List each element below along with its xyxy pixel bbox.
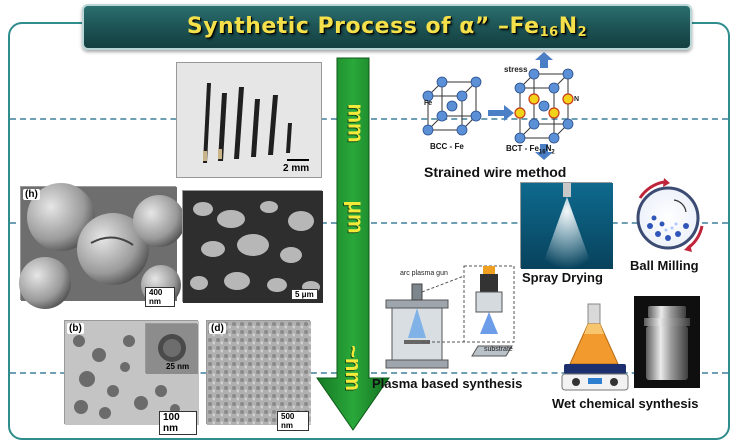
scale-arrow <box>316 57 390 431</box>
ball-milling-label: Ball Milling <box>630 258 699 273</box>
spray-drying-label: Spray Drying <box>522 270 603 285</box>
stress-label: stress <box>504 65 528 74</box>
wire-photo: 2 mm <box>176 62 322 178</box>
tem-d-scale: 500 nm <box>277 411 309 431</box>
particles-sketch <box>183 191 323 303</box>
substrate-label: substrate <box>484 346 513 353</box>
tem-inset-photo: 25 nm <box>145 323 198 374</box>
hotplate-flask-image <box>561 303 629 391</box>
spheres-sketch <box>19 183 185 309</box>
spray-photo <box>520 182 613 269</box>
bct-caption: BCT - Fe16N2 <box>506 144 555 156</box>
bcc-atom-label: Fe <box>424 100 433 107</box>
sem-spheres-tag: (h) <box>23 189 40 200</box>
tem-d-photo: (d) 500 nm <box>206 320 311 431</box>
wire-scalebar <box>287 159 309 161</box>
tem-b-scale: 100 nm <box>159 411 197 435</box>
sem-spheres-scale: 400 nm <box>145 287 175 307</box>
wire-sketch <box>203 83 292 163</box>
sem-particles-scale: 5 μm <box>291 289 318 300</box>
spray-sketch <box>521 183 613 269</box>
tem-b-photo: (b) 25 nm 100 nm <box>64 320 199 435</box>
title-banner: Synthetic Process of α” –Fe16N2 <box>82 4 692 50</box>
scale-label-mm: mm <box>343 103 369 143</box>
wire-scale-label: 2 mm <box>283 163 310 174</box>
tem-inset-scale: 25 nm <box>166 362 190 371</box>
sem-spheres-photo: (h) 400 nm <box>19 183 185 309</box>
scale-label-um: μm <box>343 200 369 234</box>
arc-plasma-gun-label: arc plasma gun <box>400 270 448 277</box>
tem-d-sketch <box>207 321 311 425</box>
tem-d-tag: (d) <box>209 323 226 334</box>
strained-wire-label: Strained wire method <box>424 164 567 180</box>
tem-inset-sketch <box>146 324 198 374</box>
page-title: Synthetic Process of α” –Fe16N2 <box>186 14 588 40</box>
wet-chemical-label: Wet chemical synthesis <box>552 396 699 411</box>
sem-particles-photo: 5 μm <box>182 190 323 303</box>
autoclave-image <box>634 296 700 388</box>
bct-atom-label: N <box>574 96 580 103</box>
scale-label-nm: ~nm <box>340 345 366 391</box>
ball-mill-diagram <box>636 178 704 252</box>
plasma-apparatus-diagram <box>385 265 515 369</box>
lattice-diagram <box>422 52 574 160</box>
bcc-caption: BCC - Fe <box>430 142 464 151</box>
tem-b-tag: (b) <box>67 323 84 334</box>
plasma-synthesis-label: Plasma based synthesis <box>372 376 523 391</box>
